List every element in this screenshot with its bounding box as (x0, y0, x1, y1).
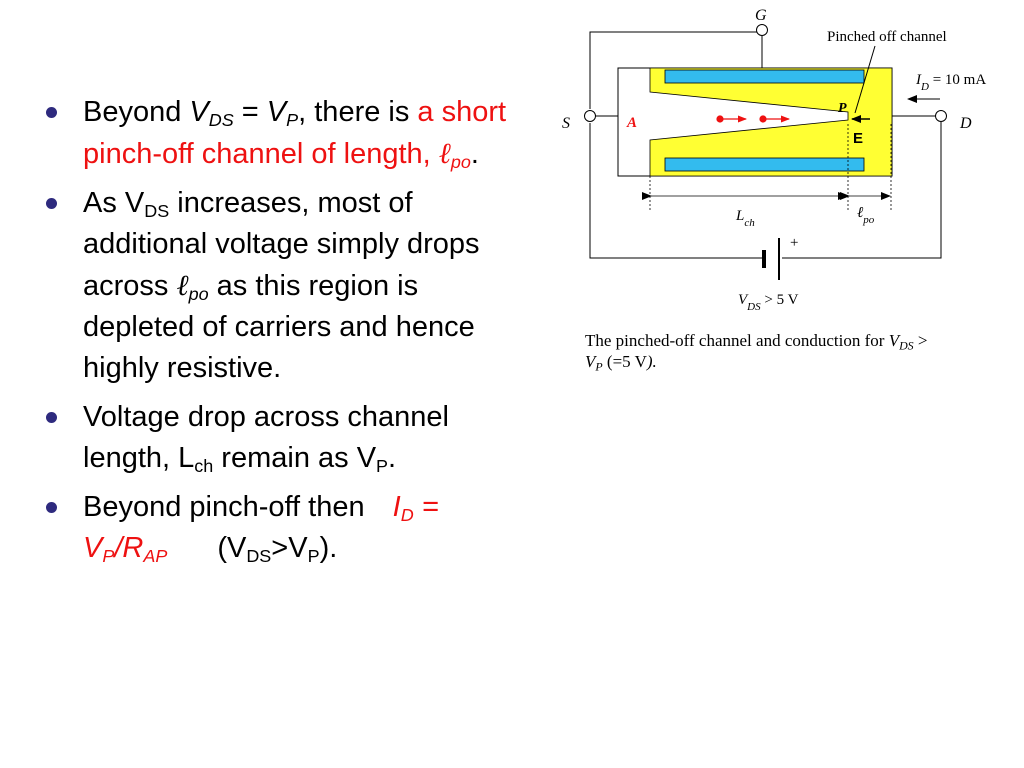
pinched-channel-label: Pinched off channel (827, 29, 947, 45)
lpo-label: ℓpo (857, 205, 875, 226)
lpo-symbol: ℓpo (438, 136, 471, 173)
bullet-list: Beyond VDS = VP, there is a short pinch-… (44, 92, 524, 577)
point-p-label: P (838, 101, 847, 116)
figure-caption: The pinched-off channel and conduction f… (585, 331, 928, 374)
battery-plus-label: + (790, 235, 798, 251)
bullet-item: As VDS increases, most of additional vol… (44, 183, 524, 389)
point-a-label: A (626, 115, 637, 131)
bullet-text: . (388, 442, 397, 474)
source-label: S (562, 115, 570, 132)
jfet-pinchoff-diagram: E A P G S D Pinched off channel ID = 10 … (562, 7, 986, 313)
bullet-text: Beyond (83, 96, 190, 128)
gate-label: G (755, 7, 767, 24)
vp-symbol: VP (266, 96, 299, 131)
pinched-pointer (854, 45, 876, 114)
id-formula: ID = VP/RAP (83, 491, 439, 567)
circuit-wires (589, 31, 942, 259)
vds-symbol: VDS (189, 96, 234, 131)
gate-terminal (756, 24, 768, 36)
electron-flow (716, 115, 790, 123)
lpo-symbol: ℓpo (176, 268, 209, 305)
drain-terminal (935, 110, 947, 122)
bullet-text: increases, most of additional voltage si… (83, 187, 480, 302)
subscript: P (376, 456, 389, 477)
field-label: E (853, 130, 863, 147)
subscript: ch (194, 456, 214, 477)
bullet-text: As V (83, 187, 145, 219)
vds-label: VDS > 5 V (738, 292, 799, 313)
bullet-dot (46, 412, 57, 423)
bullet-text: , there is (298, 96, 418, 128)
bullet-dot (46, 502, 57, 513)
top-gate-region (664, 69, 865, 84)
bullet-text: Beyond pinch-off then (83, 491, 365, 523)
bottom-gate-region (664, 157, 865, 172)
source-terminal (584, 110, 596, 122)
channel-region (649, 67, 893, 177)
bullet-item: Beyond VDS = VP, there is a short pinch-… (44, 92, 524, 175)
drain-label: D (959, 115, 972, 132)
subscript: DS (144, 201, 170, 222)
equals: = (233, 96, 267, 128)
highlight-text: a short pinch-off channel of length, (83, 96, 507, 170)
bullet-dot (46, 107, 57, 118)
bullet-text: Voltage drop across channel length, L (83, 401, 449, 474)
battery-symbol (762, 238, 780, 280)
bullet-text: . (470, 138, 479, 170)
condition-text: (VDS>VP). (217, 532, 338, 567)
bullet-item: Voltage drop across channel length, Lch … (44, 397, 524, 479)
lch-label: Lch (735, 208, 755, 229)
bullet-text: remain as V (213, 442, 377, 474)
current-label: ID = 10 mA (915, 72, 986, 93)
bullet-text: as this region is depleted of carriers a… (83, 270, 475, 384)
bullet-dot (46, 198, 57, 209)
